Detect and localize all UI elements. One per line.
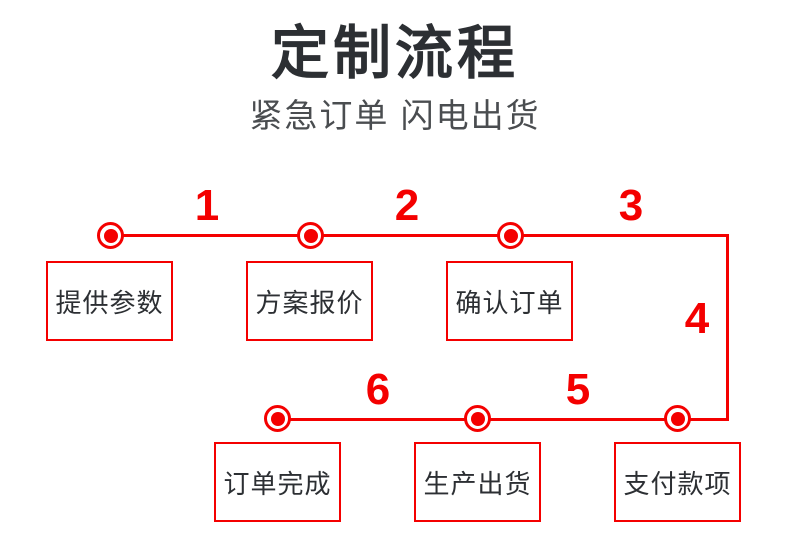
node-dot bbox=[270, 411, 285, 426]
step-box-1-label: 提供参数 bbox=[55, 287, 164, 318]
page-title: 定制流程 bbox=[270, 21, 519, 86]
connector-right-vertical bbox=[726, 234, 729, 421]
step-number-5: 5 bbox=[565, 365, 591, 414]
node-step-3[interactable] bbox=[497, 222, 524, 249]
step-number-1: 1 bbox=[194, 181, 220, 230]
node-dot bbox=[103, 228, 118, 243]
node-dot bbox=[503, 228, 518, 243]
page-subtitle: 紧急订单 闪电出货 bbox=[249, 97, 541, 134]
node-step-2[interactable] bbox=[297, 222, 324, 249]
node-step-1[interactable] bbox=[97, 222, 124, 249]
node-dot bbox=[303, 228, 318, 243]
node-step-5[interactable] bbox=[464, 405, 491, 432]
step-box-2-label: 方案报价 bbox=[255, 287, 364, 318]
step-number-6: 6 bbox=[365, 365, 391, 414]
step-box-1[interactable]: 提供参数 bbox=[46, 261, 173, 341]
step-box-6[interactable]: 订单完成 bbox=[214, 442, 341, 522]
node-dot bbox=[470, 411, 485, 426]
step-box-4-label: 支付款项 bbox=[623, 468, 732, 499]
step-box-3-label: 确认订单 bbox=[455, 287, 564, 318]
step-number-3: 3 bbox=[618, 181, 644, 230]
step-number-4: 4 bbox=[684, 294, 710, 343]
step-box-2[interactable]: 方案报价 bbox=[246, 261, 373, 341]
connector-top-horizontal bbox=[110, 234, 729, 237]
node-dot bbox=[670, 411, 685, 426]
step-box-5-label: 生产出货 bbox=[423, 468, 532, 499]
step-number-2: 2 bbox=[394, 181, 420, 230]
node-step-6[interactable] bbox=[264, 405, 291, 432]
connector-bottom-horizontal bbox=[277, 418, 729, 421]
step-box-3[interactable]: 确认订单 bbox=[446, 261, 573, 341]
node-step-4[interactable] bbox=[664, 405, 691, 432]
step-box-6-label: 订单完成 bbox=[223, 468, 332, 499]
step-box-5[interactable]: 生产出货 bbox=[414, 442, 541, 522]
step-box-4[interactable]: 支付款项 bbox=[614, 442, 741, 522]
